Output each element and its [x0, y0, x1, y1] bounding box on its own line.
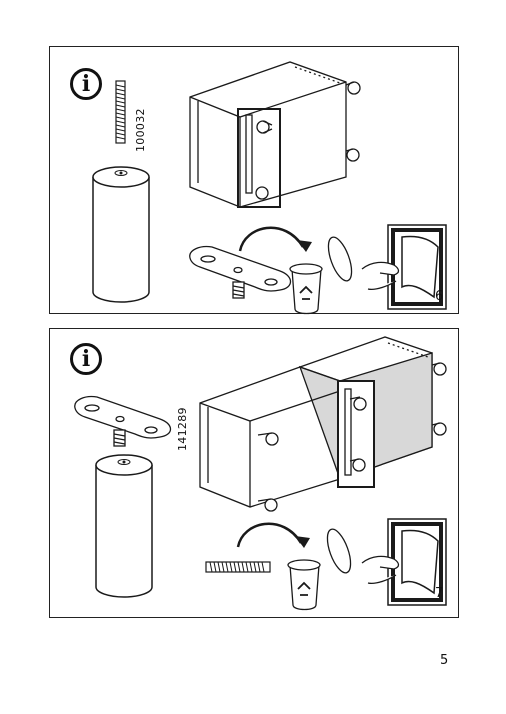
page-turn-icon	[361, 224, 447, 310]
mounting-plate-icon	[189, 245, 292, 299]
page-turn-icon	[361, 518, 447, 606]
part-number: 100032	[134, 108, 147, 152]
recycle-bin-icon	[289, 236, 353, 315]
page-number: 5	[440, 653, 449, 668]
panel-1-illustration	[92, 61, 447, 315]
curved-arrow-icon	[236, 522, 310, 548]
panel-2-illustration	[74, 336, 447, 611]
cabinet-frame-icon	[199, 336, 447, 512]
mounting-plate-icon	[74, 395, 172, 447]
threaded-bolt-icon	[205, 561, 271, 573]
step-number: 7	[435, 586, 444, 601]
cylinder-leg-icon	[95, 454, 153, 598]
part-number: 141289	[176, 407, 189, 451]
step-number: 6	[435, 289, 444, 304]
info-icon: i	[70, 68, 102, 100]
cabinet-frame-icon	[189, 61, 361, 208]
curved-arrow-icon	[238, 226, 312, 252]
instruction-panel-2: i 141289 7	[49, 328, 459, 618]
recycle-bin-icon	[287, 528, 352, 611]
instruction-panel-1: i 100032 6	[49, 46, 459, 315]
info-icon: i	[70, 343, 102, 375]
threaded-bolt-icon	[115, 80, 126, 144]
cylinder-leg-icon	[92, 166, 150, 303]
